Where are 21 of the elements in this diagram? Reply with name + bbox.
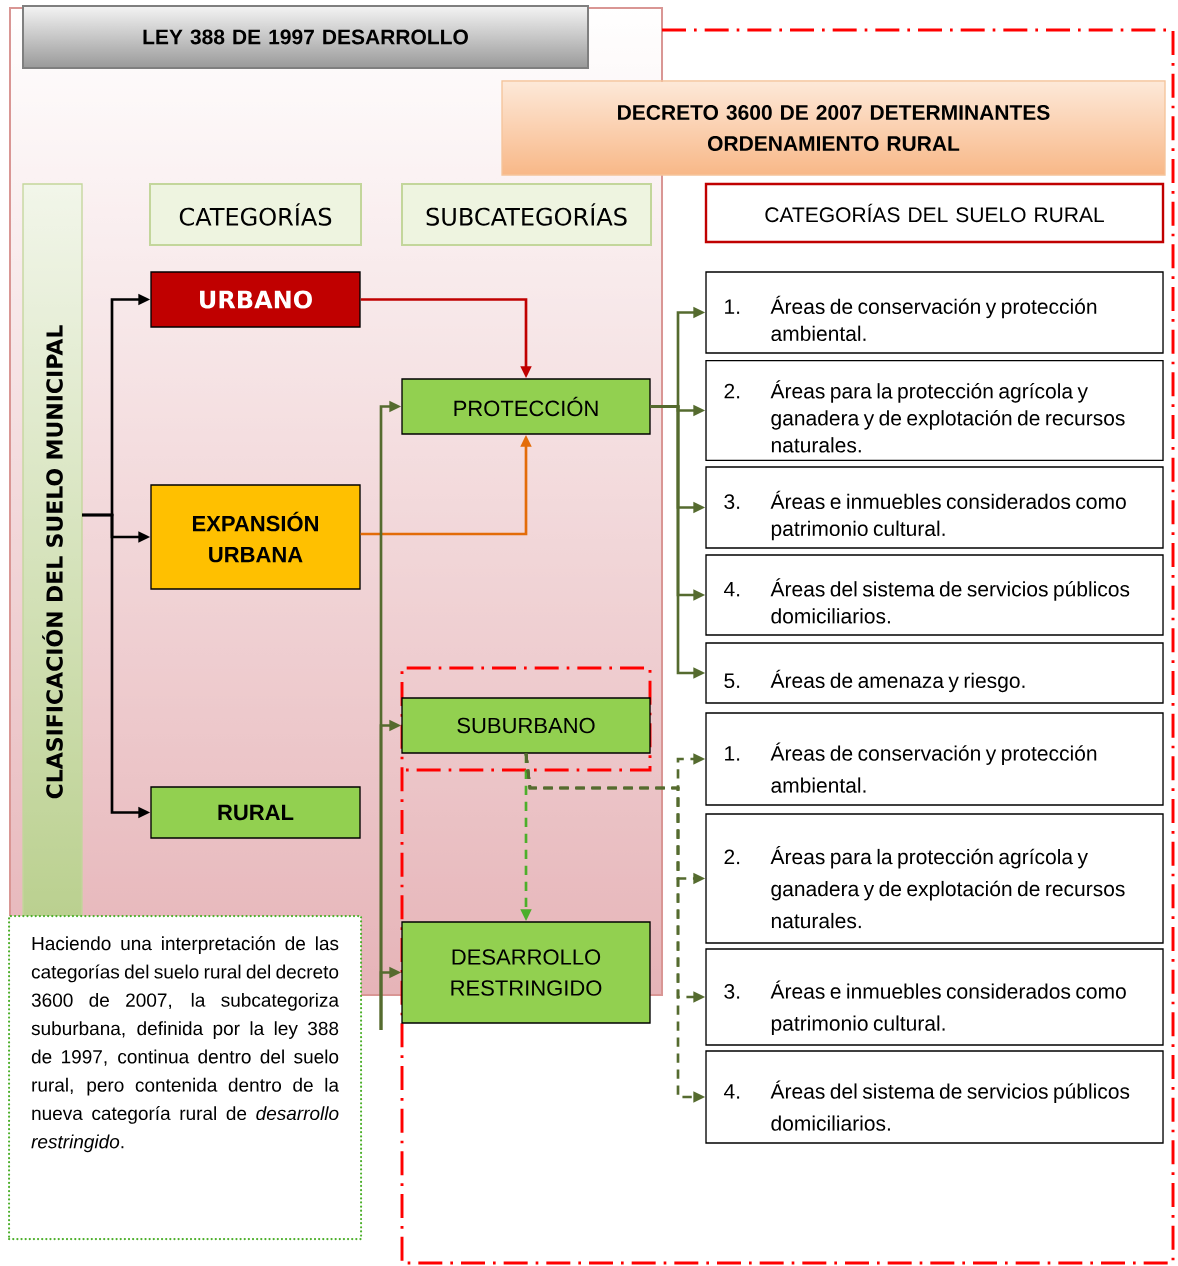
list-item-box: 4. Áreas del sistema de servicios públicos domiciliarios. — [705, 554, 1164, 636]
category-box: EXPANSIÓN URBANA — [150, 484, 361, 590]
list-item-box: 1. Áreas de conservación y protección ambiental. — [705, 712, 1164, 806]
list-item-box: 4. Áreas del sistema de servicios públicos domiciliarios. — [705, 1050, 1164, 1144]
category-box: URBANO — [150, 271, 361, 328]
subcategory-box: SUBURBANO — [401, 697, 651, 754]
list-item-box: 2. Áreas para la protección agrícola y ganadera y de explotación de recursos naturales. — [705, 359, 1164, 462]
law-title-box: LEY 388 DE 1997 DESARROLLO — [22, 5, 589, 69]
list-item-box: 1. Áreas de conservación y protección ambiental. — [705, 271, 1164, 354]
list-item-box: 3. Áreas e inmuebles considerados como patrimonio cultural. — [705, 466, 1164, 549]
column-header-box: CATEGORÍAS — [149, 183, 362, 246]
category-box: RURAL — [150, 786, 361, 839]
subcategory-box: PROTECCIÓN — [401, 378, 651, 435]
note-box: Haciendo una interpretación de las categorías del suelo rural del decreto 3600 de 2007, la subcategoriza suburbana, definida por la ley 388 de 1997, continua dentro del suelo rural, pero contenida dentro de la nueva categoría rural de desarrollo restringido. — [8, 915, 363, 1241]
list-item-box: 2. Áreas para la protección agrícola y ganadera y de explotación de recursos naturales. — [705, 813, 1164, 944]
list-item-box: 5. Áreas de amenaza y riesgo. — [705, 642, 1164, 704]
list-item-box: 3. Áreas e inmuebles considerados como patrimonio cultural. — [705, 948, 1164, 1046]
column-header-box: SUBCATEGORÍAS — [401, 183, 652, 246]
decree-title-box: DECRETO 3600 DE 2007 DETERMINANTES ORDENAMIENTO RURAL — [501, 80, 1166, 176]
header-box: CATEGORÍAS DEL SUELO RURAL — [704, 182, 1165, 244]
subcategory-box: DESARROLLO RESTRINGIDO — [401, 921, 651, 1024]
